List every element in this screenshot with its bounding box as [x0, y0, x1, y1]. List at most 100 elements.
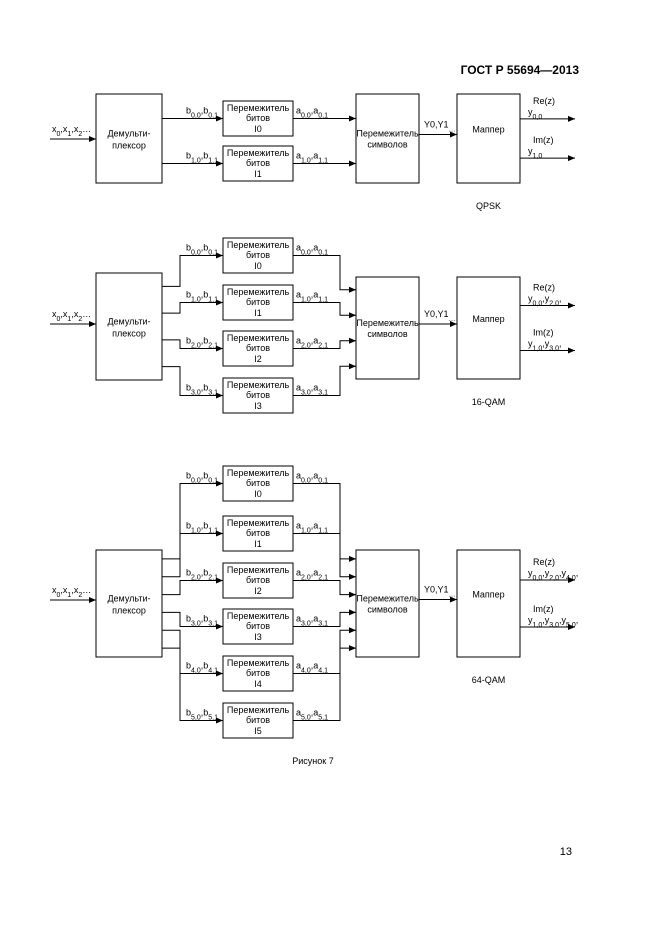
- diagram-3-a-label-5: a5,0,a5,1: [296, 708, 328, 722]
- diagram-3-arrowhead-interleaver-in-4: [216, 670, 223, 677]
- diagram-3-bit-interleaver-box-0: [222, 465, 294, 502]
- diagram-1-re-values: y0,0: [528, 107, 542, 121]
- diagram-3-bit-interleaver-label-2-2: битов: [246, 575, 270, 585]
- diagram-3-arrowhead-interleaver-in-0: [216, 480, 223, 487]
- diagram-1-symbol-interleaver-box: [355, 93, 420, 184]
- diagram-3-wire-interleaver-to-symbol-0: [293, 483, 356, 560]
- diagram-2-bit-interleaver-label-1-2: Перемежитель: [227, 333, 290, 343]
- diagram-2-a-label-2: a2,0,a2,1: [296, 336, 328, 350]
- diagram-1-arrowhead-mapper-in: [450, 131, 457, 138]
- diagram-1-mapper-label: Маппер: [472, 125, 504, 135]
- diagram-1-re-label: Re(z): [533, 96, 555, 106]
- diagram-3-bit-interleaver-label-1-3: Перемежитель: [227, 611, 290, 621]
- diagram-3-a-label-4: a4,0,a4,1: [296, 661, 328, 675]
- diagram-3-a-label-3: a3,0,a3,1: [296, 614, 328, 628]
- diagram-3-bit-interleaver-box-2: [222, 562, 294, 599]
- diagram-3-mapper-box: [456, 549, 521, 658]
- diagram-3-re-label: Re(z): [533, 557, 555, 567]
- diagram-1-bit-interleaver-box-1: [222, 145, 294, 182]
- diagram-2-b-label-2: b2,0,b2,1: [186, 336, 218, 350]
- diagram-3-bit-interleaver-id-1: I1: [254, 539, 262, 549]
- diagram-2-bit-interleaver-label-2-1: битов: [246, 297, 270, 307]
- diagram-3-b-label-5: b5,0,b5,1: [186, 708, 218, 722]
- diagram-3-arrowhead-interleaver-in-1: [216, 530, 223, 537]
- diagram-3-wire-demux-to-interleaver-5: [162, 647, 223, 721]
- diagram-2-mapper-label: Маппер: [472, 314, 504, 324]
- diagram-3-wire-demux-to-interleaver-1: [162, 533, 223, 578]
- diagram-1-symbol-interleaver-label-1: Перемежитель: [356, 129, 419, 139]
- diagram-3-wire-demux-to-interleaver-0: [162, 483, 223, 560]
- diagram-2-bit-interleaver-label-1-3: Перемежитель: [227, 380, 290, 390]
- figure-caption: Рисунок 7: [292, 756, 333, 766]
- diagram-3-wire-demux-to-interleaver-3: [162, 611, 223, 627]
- diagram-1-b-label-1: b1,0,b1,1: [186, 151, 218, 165]
- diagram-2-arrowhead-interleaver-in-3: [216, 392, 223, 399]
- diagram-2-demultiplexer-label-2: плексор: [112, 329, 146, 339]
- diagram-1-input-arrowhead: [89, 136, 96, 142]
- diagram-3-demultiplexer-label-1: Демульти-: [107, 594, 150, 604]
- diagram-3-bit-interleaver-id-4: I4: [254, 679, 262, 689]
- diagram-2-arrowhead-interleaver-in-2: [216, 345, 223, 352]
- diagram-3-bit-interleaver-label-1-5: Перемежитель: [227, 705, 290, 715]
- diagram-2-bit-interleaver-label-2-0: битов: [246, 250, 270, 260]
- diagram-3-b-label-2: b2,0,b2,1: [186, 568, 218, 582]
- diagram-3-arrowhead-symbol-in-1: [349, 573, 356, 580]
- diagram-2-mapper-box: [456, 276, 521, 380]
- diagram-2-arrowhead-symbol-in-3: [349, 363, 356, 370]
- diagram-3-wire-demux-to-interleaver-2: [162, 580, 223, 596]
- diagram-1-demultiplexer-box: [95, 93, 163, 184]
- diagram-2-bit-interleaver-id-2: I2: [254, 354, 262, 364]
- diagram-1-bit-interleaver-label-2-1: битов: [246, 158, 270, 168]
- diagram-3-bit-interleaver-box-5: [222, 702, 294, 739]
- diagram-3-symbol-interleaver-label-1: Перемежитель: [356, 594, 419, 604]
- diagram-1-b-label-0: b0,0,b0,1: [186, 106, 218, 120]
- diagram-1-bit-interleaver-label-1-1: Перемежитель: [227, 148, 290, 158]
- diagram-1-arrowhead-symbol-in-0: [349, 115, 356, 122]
- diagram-2-arrowhead-symbol-in-1: [349, 312, 356, 319]
- diagram-3-modulation-label: 64-QAM: [472, 675, 506, 685]
- diagram-3-a-label-2: a2,0,a2,1: [296, 568, 328, 582]
- diagram-3-im-label: Im(z): [533, 604, 554, 614]
- diagram-2-arrowhead-symbol-in-0: [349, 286, 356, 293]
- diagram-2-symbol-interleaver-label-1: Перемежитель: [356, 318, 419, 328]
- diagram-3-b-label-0: b0,0,b0,1: [186, 471, 218, 485]
- diagram-3-a-label-1: a1,0,a1,1: [296, 521, 328, 535]
- diagram-3-bit-interleaver-id-3: I3: [254, 632, 262, 642]
- diagram-3-bit-interleaver-box-3: [222, 608, 294, 645]
- diagram-1-demultiplexer-label-1: Демульти-: [107, 129, 150, 139]
- diagram-2-bit-interleaver-label-2-2: битов: [246, 343, 270, 353]
- diagram-3-bit-interleaver-label-1-2: Перемежитель: [227, 565, 290, 575]
- diagram-3-bit-interleaver-label-2-3: битов: [246, 621, 270, 631]
- diagram-2-symbol-interleaver-label-2: символов: [367, 329, 408, 339]
- diagram-2-a-label-0: a0,0,a0,1: [296, 243, 328, 257]
- diagram-3-bit-interleaver-label-2-0: битов: [246, 478, 270, 488]
- diagram-1-modulation-label: QPSK: [476, 201, 501, 211]
- diagram-3-mapper-label: Маппер: [472, 590, 504, 600]
- diagram-1-bit-interleaver-id-0: I0: [254, 124, 262, 134]
- diagram-3-wire-interleaver-to-symbol-3: [293, 611, 356, 627]
- diagram-2-bit-interleaver-box-1: [222, 284, 294, 321]
- diagram-3-arrowhead-symbol-in-4: [349, 627, 356, 634]
- diagram-2-wire-demux-to-interleaver-0: [162, 255, 223, 287]
- diagram-1-im-label: Im(z): [533, 135, 554, 145]
- diagram-2-arrowhead-im-output: [568, 347, 575, 354]
- diagram-2-symbol-interleaver-box: [355, 276, 420, 380]
- diagram-2-wire-interleaver-to-symbol-3: [293, 365, 356, 396]
- diagram-3-re-values: y0,0,y2,0,y4,0,: [528, 568, 578, 582]
- diagram-1-arrowhead-im-output: [568, 155, 575, 162]
- diagram-3-bit-interleaver-box-1: [222, 515, 294, 552]
- diagram-3-wire-interleaver-to-symbol-2: [293, 580, 356, 596]
- diagram-2-wire-interleaver-to-symbol-0: [293, 255, 356, 291]
- diagram-3-wire-interleaver-to-symbol-1: [293, 533, 356, 578]
- diagram-2-bit-interleaver-box-2: [222, 330, 294, 367]
- diagram-2-arrowhead-re-output: [568, 302, 575, 309]
- diagram-2-bit-interleaver-label-2-3: битов: [246, 390, 270, 400]
- diagram-2-wire-demux-to-interleaver-3: [162, 366, 223, 396]
- diagram-3-bit-interleaver-id-5: I5: [254, 726, 262, 736]
- diagram-1-arrowhead-interleaver-in-0: [216, 115, 223, 122]
- diagram-3-bit-interleaver-label-1-0: Перемежитель: [227, 468, 290, 478]
- diagram-2-bit-interleaver-id-0: I0: [254, 261, 262, 271]
- diagram-2-bit-interleaver-box-0: [222, 237, 294, 274]
- diagram-2-a-label-1: a1,0,a1,1: [296, 290, 328, 304]
- diagram-3-input-label: x0,x1,x2…: [52, 585, 91, 599]
